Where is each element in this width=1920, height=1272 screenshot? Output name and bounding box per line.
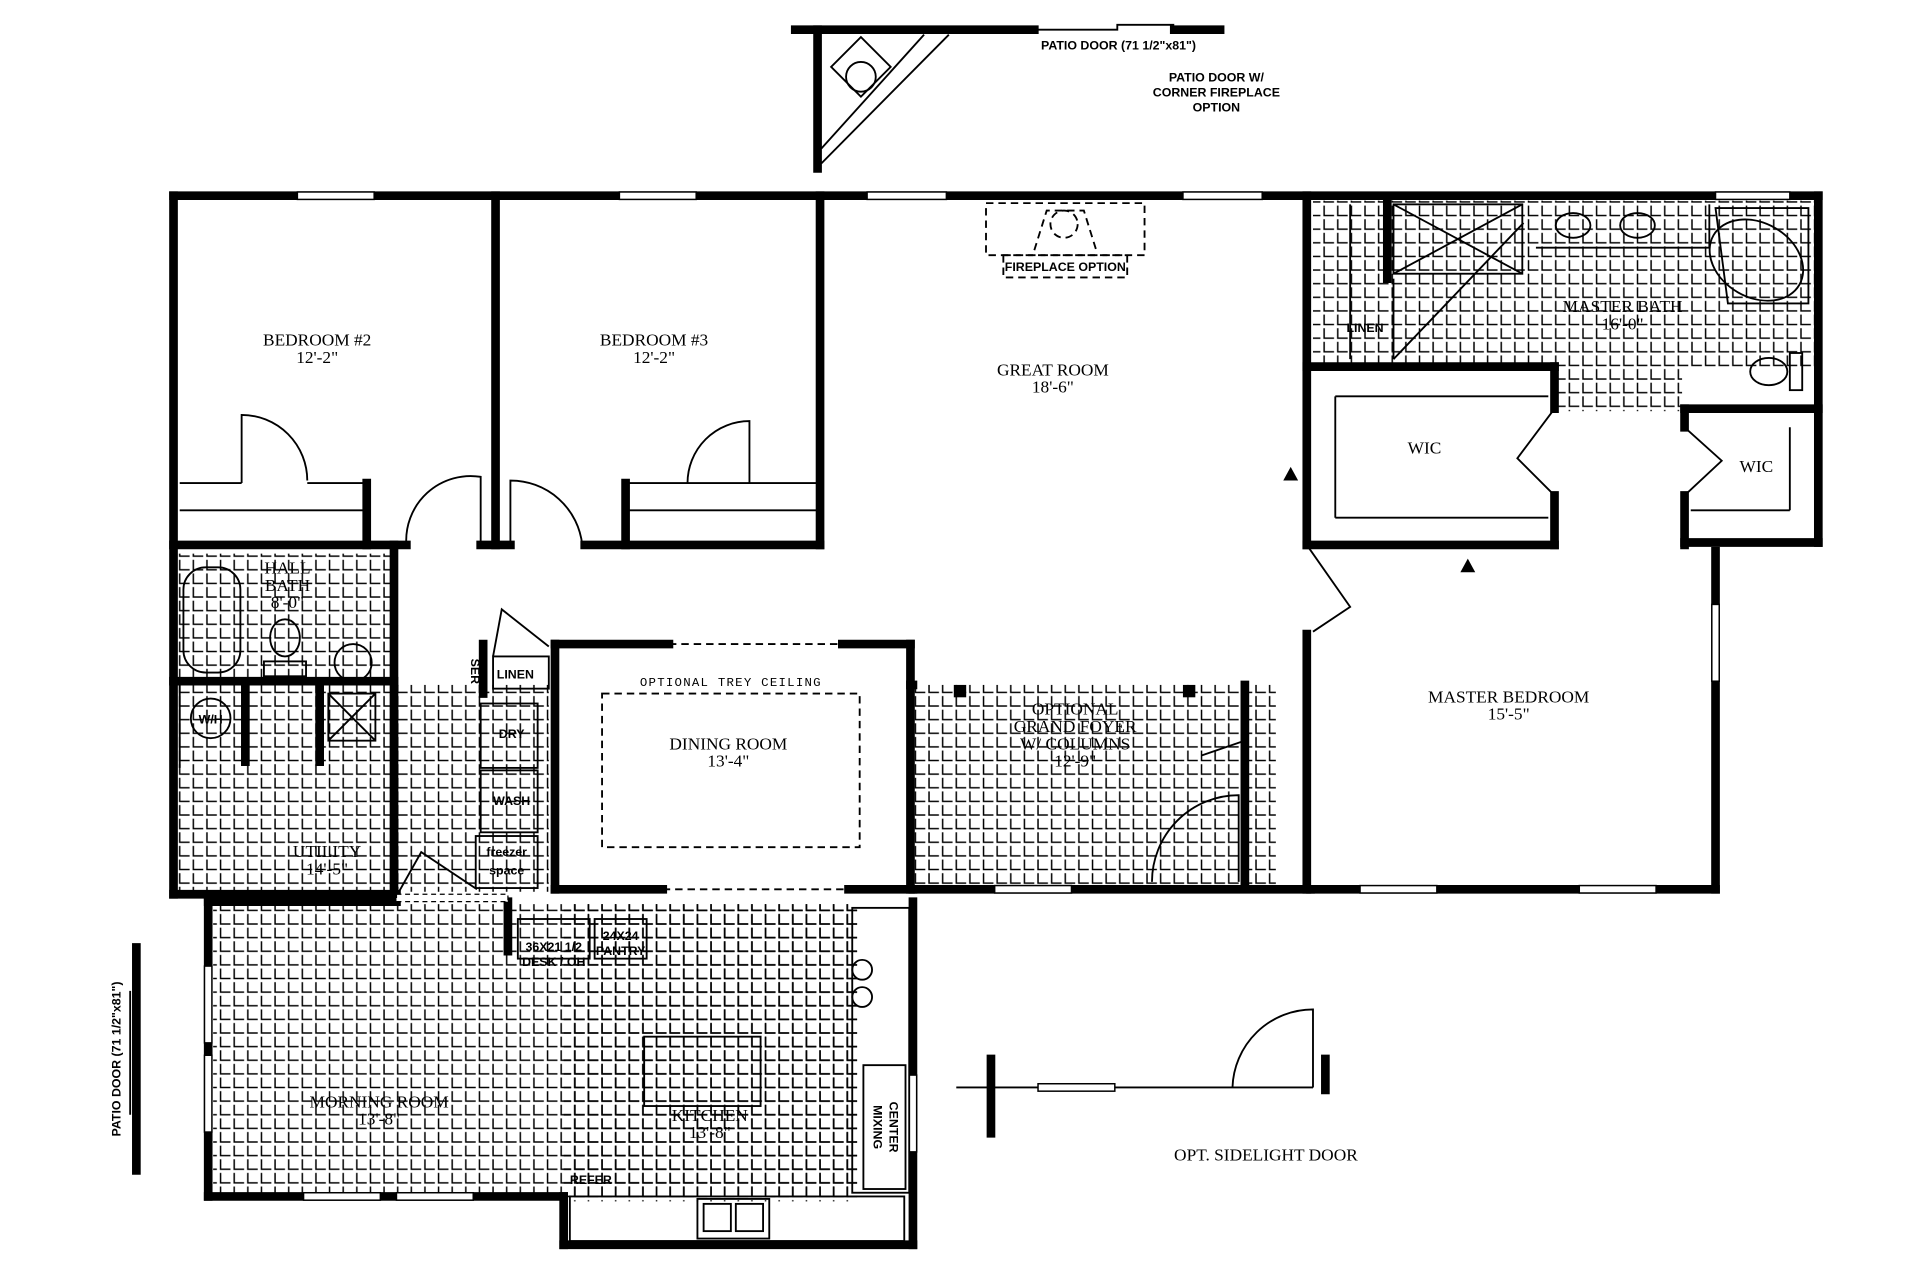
foyer-name-3: W/ COLUMNS xyxy=(1020,734,1130,753)
morning-room-size: 13'-8" xyxy=(358,1110,400,1129)
master-bath-name: MASTER BATH xyxy=(1563,297,1683,316)
room-labels: BEDROOM #2 12'-2" BEDROOM #3 12'-2" GREA… xyxy=(263,297,1773,1142)
bedroom-3-size: 12'-2" xyxy=(633,348,675,367)
freezer-label-1: freezer xyxy=(486,845,527,859)
dining-room-size: 13'-4" xyxy=(707,752,749,771)
windows xyxy=(203,191,1791,1201)
fixture-labels: LINEN LINEN SER W/H DRY WASH freezer spa… xyxy=(199,321,1384,1187)
desk-label-2: DESK / OH xyxy=(522,955,585,969)
interior-walls xyxy=(169,191,1823,1242)
left-patio-door: PATIO DOOR (71 1/2"x81") xyxy=(109,943,141,1175)
master-bedroom-size: 15'-5" xyxy=(1488,705,1530,724)
corner-option-label-2: CORNER FIREPLACE xyxy=(1153,86,1280,100)
utility-name: UTILITY xyxy=(293,842,362,861)
mixing-center-label-2: CENTER xyxy=(886,1102,900,1153)
foyer-name-1: OPTIONAL xyxy=(1032,700,1119,719)
ser-label: SER xyxy=(468,659,482,685)
master-linen-label: LINEN xyxy=(1346,321,1383,335)
great-room-name: GREAT ROOM xyxy=(997,360,1109,379)
corner-option-label-3: OPTION xyxy=(1193,100,1241,114)
freezer-label-2: space xyxy=(489,863,524,877)
dining-room-name: DINING ROOM xyxy=(669,734,787,753)
pantry-label-2: PANTRY xyxy=(596,944,646,958)
washer-label: WASH xyxy=(493,794,530,808)
kitchen-size: 13'-8" xyxy=(689,1123,731,1142)
master-bath-size: 16'-0" xyxy=(1602,314,1644,333)
tile-floors xyxy=(177,200,1815,1202)
hall-bath-size: 8'-0" xyxy=(271,593,304,612)
pantry-label-1: 24X24 xyxy=(603,929,639,943)
hall-bath-name-1: HALL xyxy=(264,558,310,577)
sidelight-door-option: OPT. SIDELIGHT DOOR xyxy=(956,1008,1358,1165)
hall-linen-label: LINEN xyxy=(497,668,534,682)
wic-2-label: WIC xyxy=(1740,457,1774,476)
dryer-label: DRY xyxy=(499,727,525,741)
bedroom-2-size: 12'-2" xyxy=(296,348,338,367)
patio-door-left-label: PATIO DOOR (71 1/2"x81") xyxy=(109,981,123,1136)
water-heater-label: W/H xyxy=(199,712,223,726)
master-bedroom-name: MASTER BEDROOM xyxy=(1428,687,1589,706)
patio-door-label: PATIO DOOR (71 1/2"x81") xyxy=(1041,39,1196,53)
trey-ceiling-label: OPTIONAL TREY CEILING xyxy=(640,676,822,690)
sidelight-label: OPT. SIDELIGHT DOOR xyxy=(1174,1146,1358,1165)
refrigerator-label: REFER xyxy=(570,1173,612,1187)
foyer-size: 12'-9" xyxy=(1054,752,1096,771)
great-room-size: 18'-6" xyxy=(1032,378,1074,397)
fireplace-option: FIREPLACE OPTION xyxy=(985,202,1146,279)
foyer-name-2: GRAND FOYER xyxy=(1014,717,1137,736)
marker-triangles xyxy=(1283,466,1476,573)
bedroom-3-name: BEDROOM #3 xyxy=(600,331,708,350)
utility-size: 14'-5" xyxy=(306,859,348,878)
morning-room-name: MORNING ROOM xyxy=(310,1092,449,1111)
fireplace-option-label: FIREPLACE OPTION xyxy=(1005,260,1126,274)
mixing-center-label-1: MIXING xyxy=(870,1105,884,1149)
exterior-walls xyxy=(169,191,1823,1250)
desk-label-1: 36X21 1/2 xyxy=(526,940,583,954)
corner-option-label-1: PATIO DOOR W/ xyxy=(1169,71,1265,85)
patio-corner-fireplace-option: PATIO DOOR (71 1/2"x81") PATIO DOOR W/ C… xyxy=(790,23,1280,173)
kitchen-name: KITCHEN xyxy=(672,1106,749,1125)
hall-bath-name-2: BATH xyxy=(265,576,310,595)
wic-1-label: WIC xyxy=(1408,438,1442,457)
bedroom-2-name: BEDROOM #2 xyxy=(263,331,371,350)
